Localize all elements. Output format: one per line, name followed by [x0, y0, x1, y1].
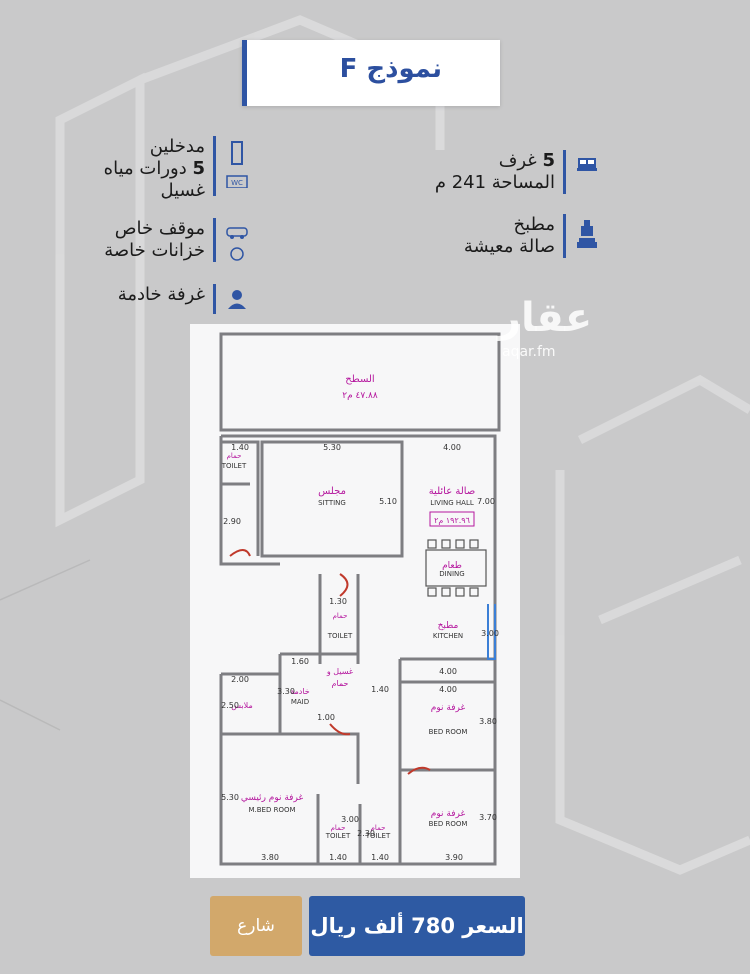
maid-label-ar: خادمة: [290, 687, 310, 696]
area-label: المساحة 241 م: [434, 172, 555, 193]
feature-kitchen: مطبخ صالة معيشة: [464, 214, 600, 258]
feature-bathrooms: WC مدخلين 5 دورات مياه غسيل: [104, 136, 250, 202]
bed2-label-en: BED ROOM: [429, 820, 468, 828]
dim-kitchen-depth: 3.00: [481, 629, 499, 638]
laundry-label-ar: غسيل و: [326, 667, 353, 676]
roof-area: ٤٧.٨٨ م٢: [342, 391, 378, 401]
dim-clothes-depth: 2.50: [221, 701, 239, 710]
toilet1-label-en: TOILET: [221, 462, 247, 470]
floor-plan-drawing: السطح ٤٧.٨٨ م٢ مجلس صالة عائلية طعام مطب…: [219, 332, 501, 866]
bed1-label-ar: غرفة نوم: [431, 703, 466, 713]
dim-living-depth: 7.00: [477, 497, 495, 506]
living-label: صالة معيشة: [463, 236, 555, 257]
toilet3-label-en: TOILET: [325, 832, 351, 840]
model-title-card: نموذج F: [242, 40, 500, 106]
mbed-label-ar: غرفة نوم رئيسي: [241, 793, 304, 803]
toilet4-label-ar: حمام: [371, 824, 386, 832]
living-label-ar: صالة عائلية: [429, 486, 476, 497]
model-title: نموذج F: [339, 54, 442, 84]
dim-clothes-width: 2.00: [231, 675, 249, 684]
toilet2-label-en: TOILET: [327, 632, 353, 640]
watermark-logo: عقار: [498, 295, 593, 341]
price-button[interactable]: السعر 780 ألف ريال: [309, 896, 525, 956]
feature-divider: [563, 214, 566, 258]
kitchen-icon: [574, 214, 600, 252]
clothes-label-ar: ملابس: [231, 701, 252, 710]
kitchen-label-ar: مطبخ: [438, 621, 459, 631]
sitting-label-ar: مجلس: [318, 486, 346, 497]
dining-label-ar: طعام: [442, 561, 462, 571]
feature-divider: [213, 218, 216, 262]
toilet4-label-en: TOILET: [365, 832, 391, 840]
dim-toilet2-width: 1.30: [329, 597, 347, 606]
dim-bed2-depth: 3.70: [479, 813, 497, 822]
dining-label-en: DINING: [439, 570, 464, 578]
svg-text:WC: WC: [231, 179, 243, 187]
watermark-site: aqar.fm: [502, 344, 556, 360]
dim-maid-width: 1.60: [291, 657, 309, 666]
dim-sitting-depth: 5.10: [379, 497, 397, 506]
dim-bed1-width: 4.00: [439, 685, 457, 694]
feature-divider: [213, 284, 216, 314]
rooms-label: غرف: [498, 150, 537, 171]
dim-toilet-depth: 2.90: [223, 517, 241, 526]
mbed-label-en: M.BED ROOM: [248, 806, 295, 814]
laundry-label-ar2: حمام: [332, 679, 349, 688]
bathrooms-count: 5: [192, 158, 205, 179]
bed-icon: [574, 150, 600, 174]
dim-mbed-depth: 5.30: [221, 793, 239, 802]
kitchen-label: مطبخ: [513, 214, 555, 235]
sitting-label-en: SITTING: [318, 499, 346, 507]
dim-bed2-width: 3.90: [445, 853, 463, 862]
living-label-en: LIVING HALL: [430, 499, 474, 507]
street-button[interactable]: شارع: [210, 896, 302, 956]
rooms-count: 5: [542, 150, 555, 171]
dim-maid-depth: 3.30: [277, 687, 295, 696]
feature-divider: [213, 136, 216, 196]
feature-rooms: 5 غرف المساحة 241 م: [435, 150, 600, 194]
toilet2-label-ar: حمام: [333, 612, 348, 620]
dim-bed1-depth: 3.80: [479, 717, 497, 726]
dim-toilet3-depth: 3.00: [341, 815, 359, 824]
bed2-label-ar: غرفة نوم: [431, 809, 466, 819]
bed1-label-en: BED ROOM: [429, 728, 468, 736]
feature-divider: [563, 150, 566, 194]
wc-icon: WC: [224, 136, 250, 188]
maid-label-en: MAID: [291, 698, 309, 706]
floor-plan: السطح ٤٧.٨٨ م٢ مجلس صالة عائلية طعام مطب…: [190, 324, 520, 878]
tanks-label: خزانات خاصة: [104, 240, 205, 261]
dim-toilet4-depth: 2.30: [357, 829, 375, 838]
dim-corridor: 1.00: [317, 713, 335, 722]
car-icon: [224, 218, 250, 262]
toilet1-label-ar: حمام: [227, 452, 242, 460]
maid-room-label: غرفة خادمة: [117, 284, 205, 305]
feature-maid-room: غرفة خادمة: [118, 284, 250, 314]
bathrooms-label: دورات مياه: [103, 158, 187, 179]
entrances-label: مدخلين: [149, 136, 205, 157]
dim-mbed-width: 3.80: [261, 853, 279, 862]
kitchen-label-en: KITCHEN: [433, 632, 463, 640]
dim-toilet-width: 1.40: [231, 443, 249, 452]
dim-kitchen-width: 4.00: [439, 667, 457, 676]
roof-name: السطح: [345, 374, 374, 385]
dim-living-width: 4.00: [443, 443, 461, 452]
maid-icon: [224, 284, 250, 310]
dim-sitting-width: 5.30: [323, 443, 341, 452]
toilet3-label-ar: حمام: [331, 824, 346, 832]
feature-parking: موقف خاص خزانات خاصة: [104, 218, 250, 262]
parking-label: موقف خاص: [114, 218, 205, 239]
dim-toilet3-width: 1.40: [329, 853, 347, 862]
dim-corridor-width: 1.40: [371, 685, 389, 694]
laundry-label: غسيل: [160, 180, 205, 201]
living-area: ١٩٢.٩٦ م٢: [434, 516, 470, 525]
dim-toilet4-width: 1.40: [371, 853, 389, 862]
